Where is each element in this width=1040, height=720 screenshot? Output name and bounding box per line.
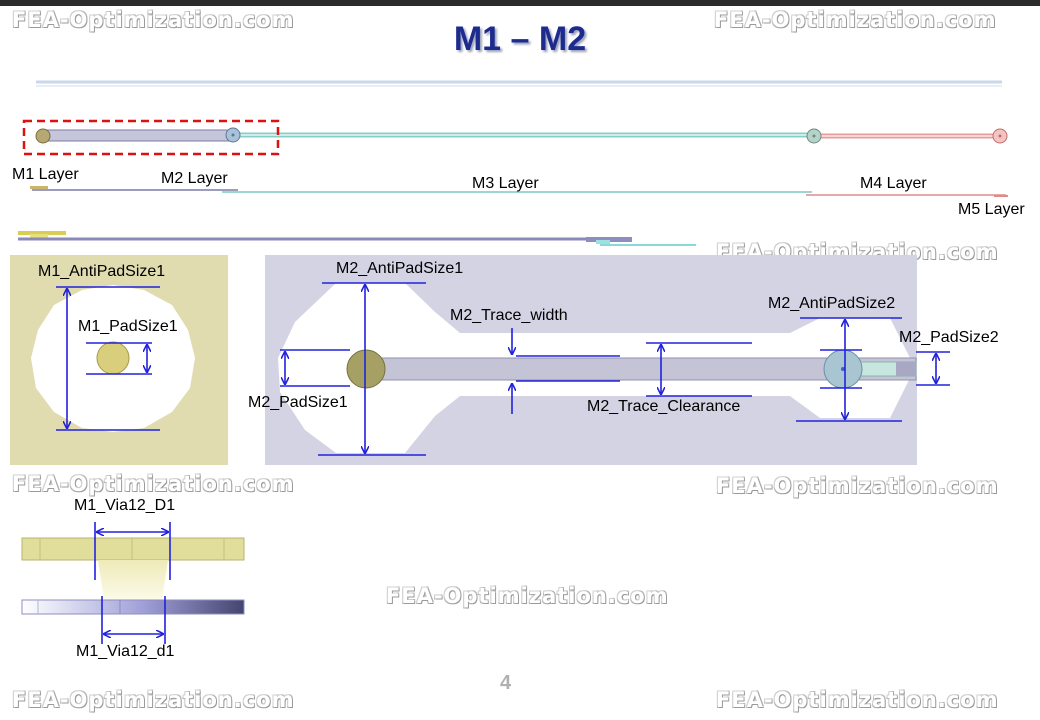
m1-layer-label: M1 Layer xyxy=(12,166,79,183)
via-d1-upper-label: M1_Via12_D1 xyxy=(74,497,176,514)
m1-antipad-label: M1_AntiPadSize1 xyxy=(38,263,166,280)
cross-section-strip xyxy=(18,231,696,246)
watermark: FEA-Optimization.com xyxy=(12,472,295,496)
watermark: FEA-Optimization.com xyxy=(12,8,295,32)
m5-layer-label: M5 Layer xyxy=(958,201,1025,218)
m2-layer-label: M2 Layer xyxy=(161,170,228,187)
watermark: FEA-Optimization.com xyxy=(716,474,999,498)
m3-layer-label: M3 Layer xyxy=(472,175,539,192)
watermark: FEA-Optimization.com xyxy=(12,688,295,712)
m2-antipad1-label: M2_AntiPadSize1 xyxy=(336,260,464,277)
watermark: FEA-Optimization.com xyxy=(386,584,669,608)
m1-antipad-panel xyxy=(10,255,228,465)
top-bar xyxy=(0,0,1040,6)
page-title: M1 – M2 xyxy=(453,20,587,58)
m4-layer-label: M4 Layer xyxy=(860,175,927,192)
m2-trace-width-label: M2_Trace_width xyxy=(450,307,568,324)
m2-pad2-label: M2_PadSize2 xyxy=(899,329,999,346)
watermark: FEA-Optimization.com xyxy=(714,8,997,32)
title-underline xyxy=(36,80,1002,87)
via-cross-section xyxy=(21,522,245,644)
m1-pad-label: M1_PadSize1 xyxy=(78,318,178,335)
layer-strip xyxy=(35,127,1008,144)
m2-trace-clearance-label: M2_Trace_Clearance xyxy=(587,398,741,415)
via-d1-lower-label: M1_Via12_d1 xyxy=(76,643,175,660)
watermark: FEA-Optimization.com xyxy=(716,688,999,712)
page-number: 4 xyxy=(500,672,512,694)
m2-pad1-label: M2_PadSize1 xyxy=(248,394,348,411)
m2-antipad-panel xyxy=(265,255,950,465)
m2-antipad2-label: M2_AntiPadSize2 xyxy=(768,295,896,312)
layer-thickness-lines xyxy=(30,186,1008,197)
